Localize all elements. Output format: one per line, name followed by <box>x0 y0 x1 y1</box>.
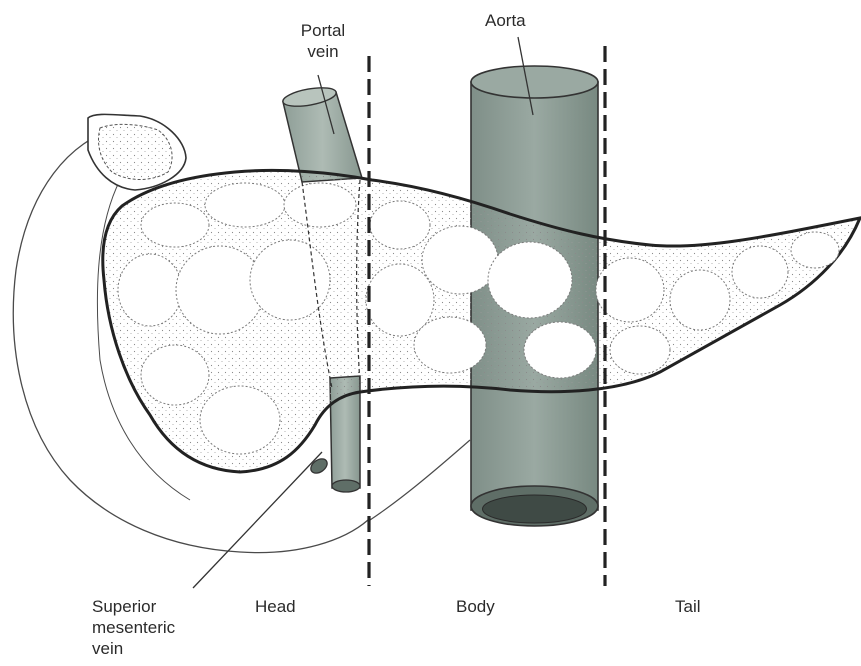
smv-label-line3: vein <box>92 638 175 659</box>
smv-label-line1: Superior <box>92 596 175 617</box>
smv-leader <box>193 452 322 588</box>
portal-vein-label-line2: vein <box>283 41 363 62</box>
superior-mesenteric-vein-label: Superior mesenteric vein <box>92 596 175 659</box>
head-region-label: Head <box>255 596 296 617</box>
tail-region-label: Tail <box>675 596 701 617</box>
duodenum-lower-outline <box>370 440 470 520</box>
body-region-label: Body <box>456 596 495 617</box>
aorta-label: Aorta <box>485 10 526 31</box>
portal-vein-label: Portal vein <box>283 20 363 62</box>
portal-vein-label-line1: Portal <box>283 20 363 41</box>
smv-label-line2: mesenteric <box>92 617 175 638</box>
portal-vein-vessel <box>282 84 362 182</box>
